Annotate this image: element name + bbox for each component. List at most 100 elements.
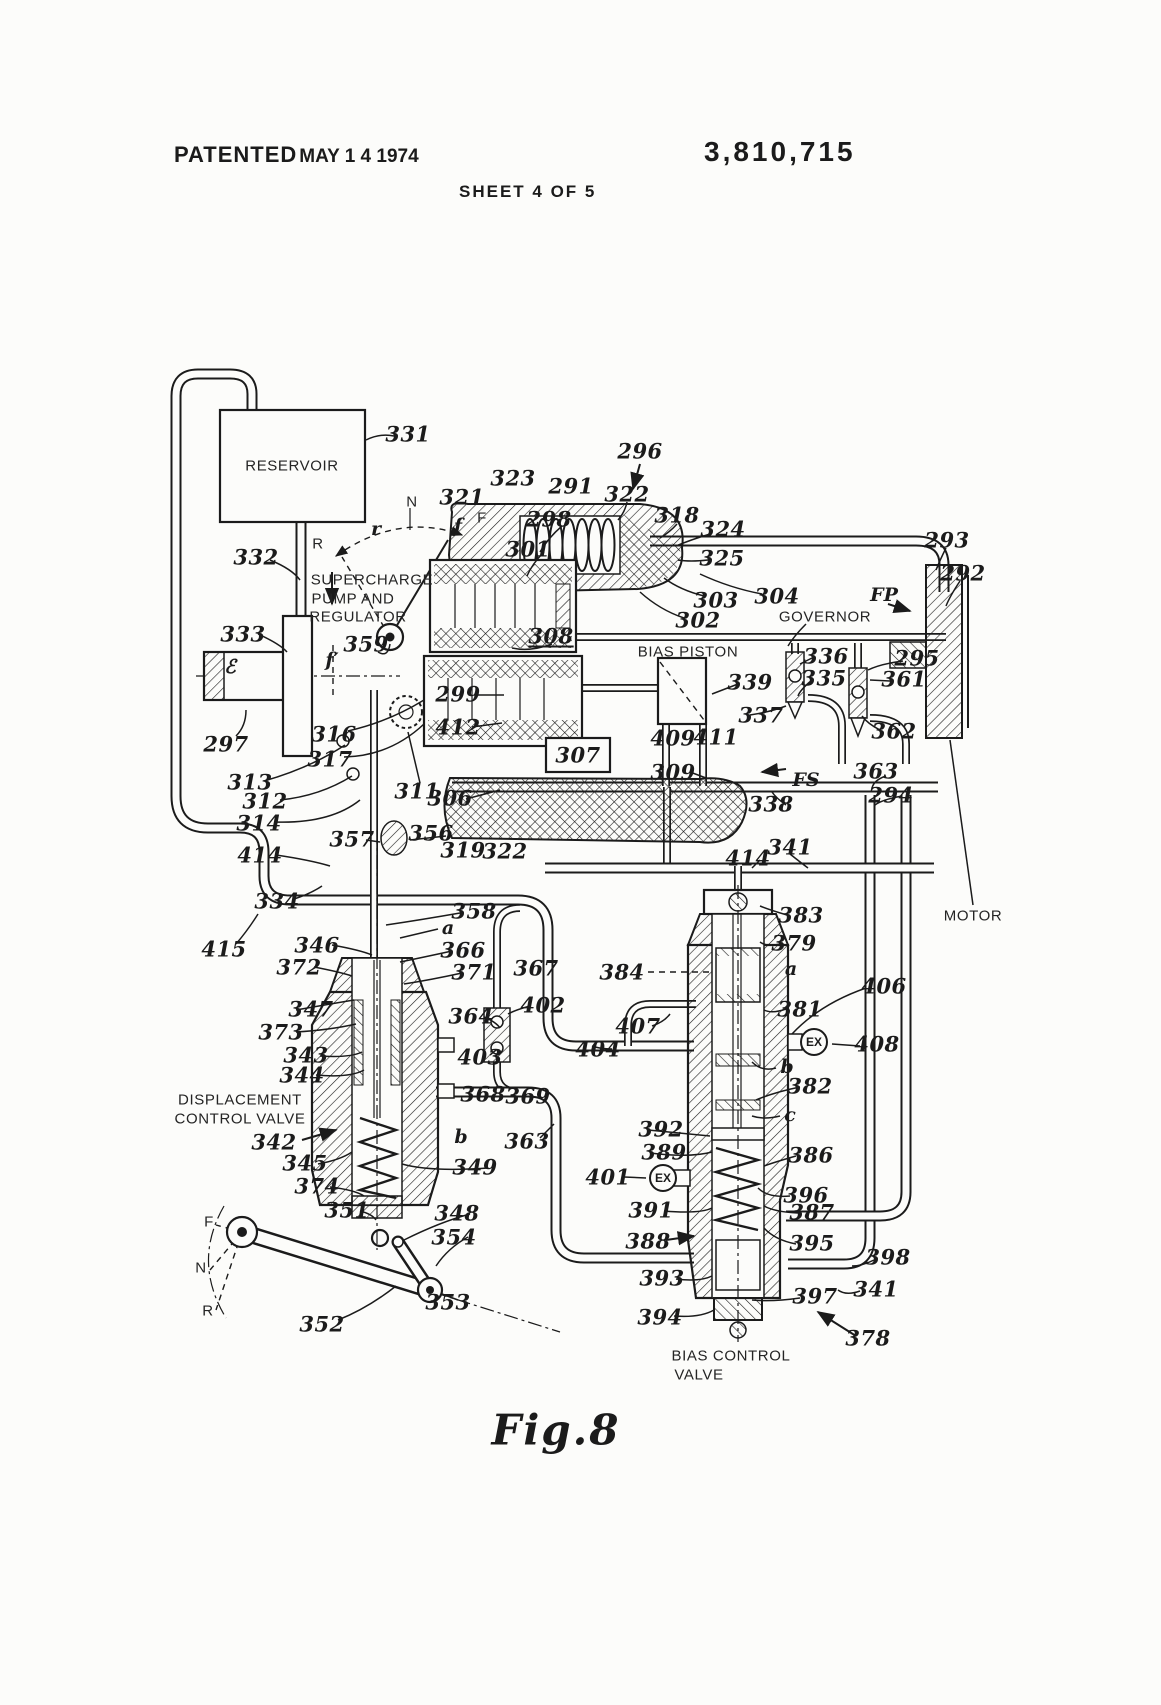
ex-port-upper: EX (800, 1028, 828, 1056)
ref-numeral-412: 412 (435, 715, 480, 740)
rod-collar (381, 821, 407, 855)
ref-numeral-401: 401 (585, 1165, 630, 1190)
ref-numeral-364: 364 (448, 1004, 493, 1029)
ref-numeral-372: 372 (276, 955, 321, 980)
ref-numeral-354: 354 (431, 1225, 476, 1250)
ref-numeral-322: 322 (604, 482, 649, 507)
ref-numeral-362: 362 (871, 719, 916, 744)
ref-numeral-r: r (371, 518, 381, 540)
ref-numeral-324: 324 (700, 517, 745, 542)
ref-numeral-398: 398 (865, 1245, 910, 1270)
ref-numeral-349: 349 (452, 1155, 497, 1180)
ref-numeral-331: 331 (385, 422, 430, 447)
ref-numeral-358: 358 (451, 899, 496, 924)
reservoir-label: RESERVOIR (245, 458, 338, 475)
ref-numeral-374: 374 (294, 1174, 339, 1199)
ref-numeral-357: 357 (329, 827, 374, 852)
ref-numeral-338: 338 (748, 792, 793, 817)
ref-numeral-302: 302 (675, 608, 720, 633)
ref-numeral-322: 322 (482, 839, 527, 864)
ref-numeral-402: 402 (520, 993, 565, 1018)
ref-numeral-378: 378 (845, 1326, 890, 1351)
ref-numeral-299: 299 (435, 682, 480, 707)
ref-numeral-384: 384 (599, 960, 644, 985)
ref-numeral-N: N (195, 1260, 206, 1277)
ref-numeral-325: 325 (699, 546, 744, 571)
bias-piston-label: BIAS PISTON (638, 644, 739, 661)
ref-numeral-411: 411 (693, 725, 738, 750)
ref-numeral-371: 371 (451, 960, 496, 985)
ref-numeral-318: 318 (654, 503, 699, 528)
ref-numeral-REGULATOR: REGULATOR (309, 609, 406, 626)
ref-numeral-f: f (454, 515, 462, 537)
ref-numeral-394: 394 (637, 1305, 682, 1330)
ref-numeral-353: 353 (425, 1290, 470, 1315)
ex-port-lower: EX (649, 1164, 677, 1192)
ref-numeral-F: F (204, 1214, 214, 1231)
ref-numeral-337: 337 (738, 703, 783, 728)
ref-numeral-297: 297 (203, 732, 248, 757)
ref-numeral-373: 373 (258, 1020, 303, 1045)
ref-numeral-ℰ: ℰ (224, 656, 236, 678)
ref-numeral-FS: FS (792, 769, 819, 791)
ref-numeral-308: 308 (528, 624, 573, 649)
ref-numeral-351: 351 (324, 1198, 369, 1223)
ref-numeral-307: 307 (555, 743, 600, 768)
ref-numeral-392: 392 (638, 1117, 683, 1142)
ref-numeral-367: 367 (513, 956, 558, 981)
ref-numeral-f′: f′ (325, 649, 338, 671)
ref-numeral-323: 323 (490, 466, 535, 491)
ref-numeral-415: 415 (201, 937, 246, 962)
ref-numeral-341: 341 (853, 1277, 898, 1302)
ref-numeral-311: 311 (394, 779, 439, 804)
ref-numeral-389: 389 (641, 1140, 686, 1165)
ref-numeral-348: 348 (434, 1201, 479, 1226)
ref-numeral-309: 309 (650, 760, 695, 785)
ref-numeral-414: 414 (725, 846, 770, 871)
ref-numeral-393: 393 (639, 1266, 684, 1291)
ref-numeral-382: 382 (787, 1074, 832, 1099)
ref-numeral-319: 319 (440, 838, 485, 863)
ref-numeral-391: 391 (628, 1198, 673, 1223)
ref-numeral-363: 363 (504, 1129, 549, 1154)
ref-numeral-FP: FP (870, 584, 898, 606)
ref-numeral-406: 406 (861, 974, 906, 999)
ref-numeral-293: 293 (924, 528, 969, 553)
ref-numeral-341: 341 (767, 835, 812, 860)
displacement-control-valve-label: DISPLACEMENT (178, 1092, 302, 1109)
supercharge-pump-label: SUPERCHARGE (311, 572, 433, 589)
ref-numeral-388: 388 (625, 1229, 670, 1254)
ref-numeral-386: 386 (788, 1143, 833, 1168)
ref-numeral-368: 368 (460, 1082, 505, 1107)
ref-numeral-379: 379 (771, 931, 816, 956)
ref-numeral-333: 333 (220, 622, 265, 647)
ref-numeral-b: b (454, 1126, 467, 1148)
ref-numeral-395: 395 (789, 1231, 834, 1256)
ref-numeral-403: 403 (457, 1045, 502, 1070)
ref-numeral-335: 335 (801, 666, 846, 691)
worm-screw (444, 778, 746, 843)
bias-piston-box (658, 658, 706, 724)
ref-numeral-369: 369 (505, 1084, 550, 1109)
ref-numeral-407: 407 (615, 1014, 660, 1039)
ref-numeral-N: N (406, 494, 417, 511)
ref-numeral-296: 296 (617, 439, 662, 464)
motor-label: MOTOR (944, 908, 1003, 925)
ref-numeral-VALVE: VALVE (674, 1367, 723, 1384)
ref-numeral-321: 321 (439, 485, 484, 510)
ref-numeral-397: 397 (792, 1284, 837, 1309)
ref-numeral-316: 316 (311, 722, 356, 747)
ref-numeral-298: 298 (526, 507, 571, 532)
ref-numeral-409: 409 (650, 726, 695, 751)
ref-numeral-414: 414 (237, 843, 282, 868)
ref-numeral-F: F (477, 510, 487, 527)
ref-numeral-344: 344 (279, 1063, 324, 1088)
ref-numeral-334: 334 (254, 889, 299, 914)
ref-numeral-304: 304 (754, 584, 799, 609)
ref-numeral-352: 352 (299, 1312, 344, 1337)
ref-numeral-314: 314 (236, 811, 281, 836)
ref-numeral-a: a (442, 917, 454, 939)
ref-numeral-383: 383 (778, 903, 823, 928)
ref-numeral-381: 381 (777, 997, 822, 1022)
ref-numeral-359: 359 (343, 632, 388, 657)
